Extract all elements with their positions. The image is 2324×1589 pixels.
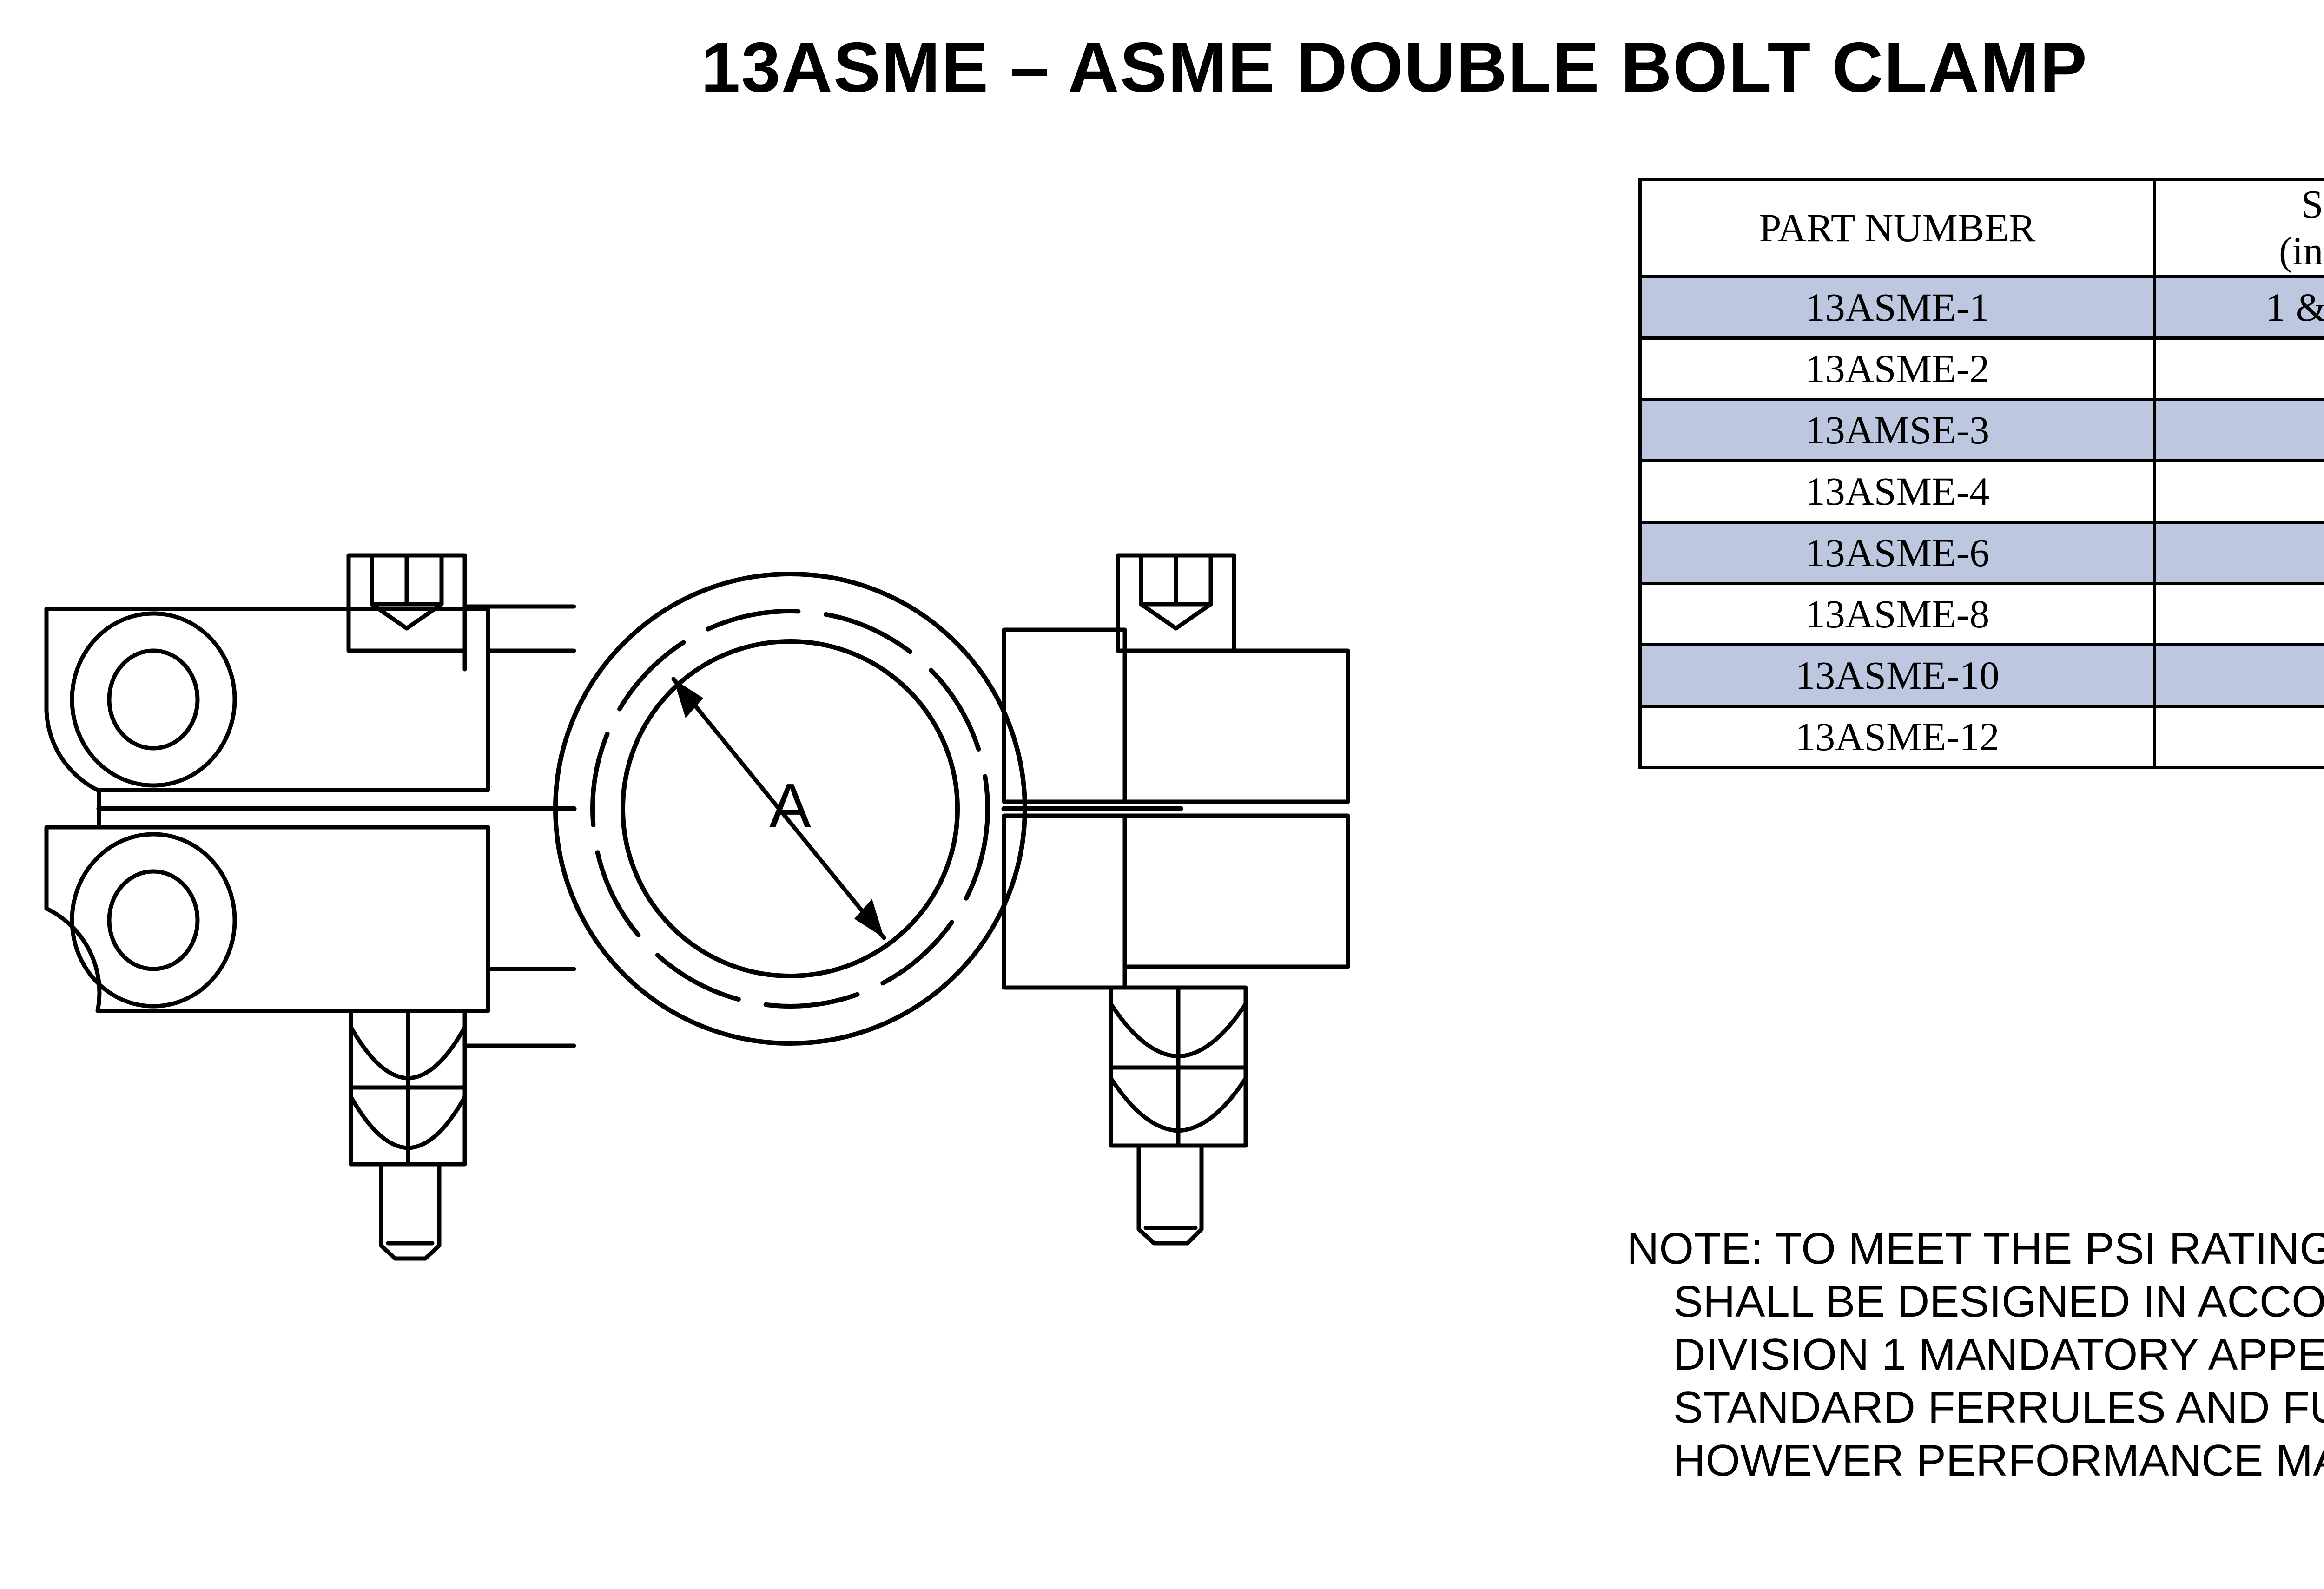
cell-size: 4 [2153,459,2324,524]
bottom-left-bolt-thread [379,1162,442,1261]
bottom-right-hex-nut [1109,985,1248,1148]
left-hinge-lug-lower [44,825,490,1013]
left-hinge-pin-hole-upper-inner [107,648,200,751]
table-row: 13ASME-121212.63210292 [1638,704,2324,769]
cell-part-number: 13ASME-4 [1638,459,2156,524]
bottom-left-hex-nut [349,1009,467,1167]
left-hinge-pin-hole-upper-outer [70,611,237,788]
cell-size: 2 [2153,336,2324,401]
table-header: PART NUMBER SIZE (inches) A (inches) PSI… [1638,178,2324,278]
diameter-dimension-arrow [671,677,886,940]
cell-size: 10 [2153,643,2324,708]
cell-part-number: 13ASME-8 [1638,581,2156,646]
table-row: 13AMSE-333.6401000900 [1638,397,2324,462]
note-line: SHALL BE DESIGNED IN ACCORDANCE WITH ASM… [1673,1277,2324,1326]
top-right-bolt-head [1116,553,1236,653]
cell-part-number: 13ASME-2 [1638,336,2156,401]
gasket-dashed-circle [590,609,990,1009]
cell-part-number: 13ASME-1 [1638,275,2156,340]
note-line: HOWEVER PERFORMANCE MAY NOT MEET THE ABO… [1673,1436,2324,1485]
cell-size: 8 [2153,581,2324,646]
right-lug-outer-upper [1122,648,1350,804]
table-row: 13ASME-101010.632161145 [1638,643,2324,708]
header-line-2: (inches) [2279,229,2324,274]
cell-part-number: 13ASME-10 [1638,643,2156,708]
left-hinge-pin-hole-lower-outer [70,832,237,1009]
table-row: 13ASME-444.744874787 [1638,459,2324,524]
right-lug-outer-lower [1122,813,1350,969]
cell-size: 1 & 1-1/2 [2153,275,2324,340]
table-row: 13ASME-888.632299269 [1638,581,2324,646]
table-row: 13ASME-222.57813701233 [1638,336,2324,401]
cell-part-number: 13ASME-6 [1638,520,2156,585]
cell-part-number: 13AMSE-3 [1638,397,2156,462]
table-row: 13ASME-666.632415374 [1638,520,2324,585]
clamp-assembly-drawing: A [0,344,1487,1273]
cell-part-number: 13ASME-12 [1638,704,2156,769]
cell-size: 3 [2153,397,2324,462]
column-header-size: SIZE (inches) [2153,178,2324,278]
table-row: 13ASME-11 & 1-1/22.04614851337 [1638,275,2324,340]
dimension-label-a: A [769,771,811,841]
note-line: STANDARD FERRULES AND FULL FACE GASKET C… [1673,1383,2324,1432]
top-left-bolt-head [346,553,467,653]
table-body: 13ASME-11 & 1-1/22.0461485133713ASME-222… [1638,275,2324,769]
bottom-right-bolt-thread [1136,1143,1204,1246]
page-title: 13ASME – ASME DOUBLE BOLT CLAMP [701,28,2088,107]
left-hinge-lug-upper [44,607,490,792]
cell-size: 6 [2153,520,2324,585]
bore-inner-circle [621,639,960,978]
clamp-drawing-svg: A [44,553,1350,1261]
header-row: PART NUMBER SIZE (inches) A (inches) PSI… [1638,178,2324,278]
cell-size: 12 [2153,704,2324,769]
header-line-1: SIZE [2301,182,2324,226]
header-line-1: PART NUMBER [1759,205,2036,250]
column-header-part-number: PART NUMBER [1638,178,2156,278]
left-hinge-pin-hole-lower-inner [107,869,200,971]
note-line: DIVISION 1 MANDATORY APPENDIX 24 [1673,1330,2324,1379]
clamp-spec-table: PART NUMBER SIZE (inches) A (inches) PSI… [1638,178,2324,769]
